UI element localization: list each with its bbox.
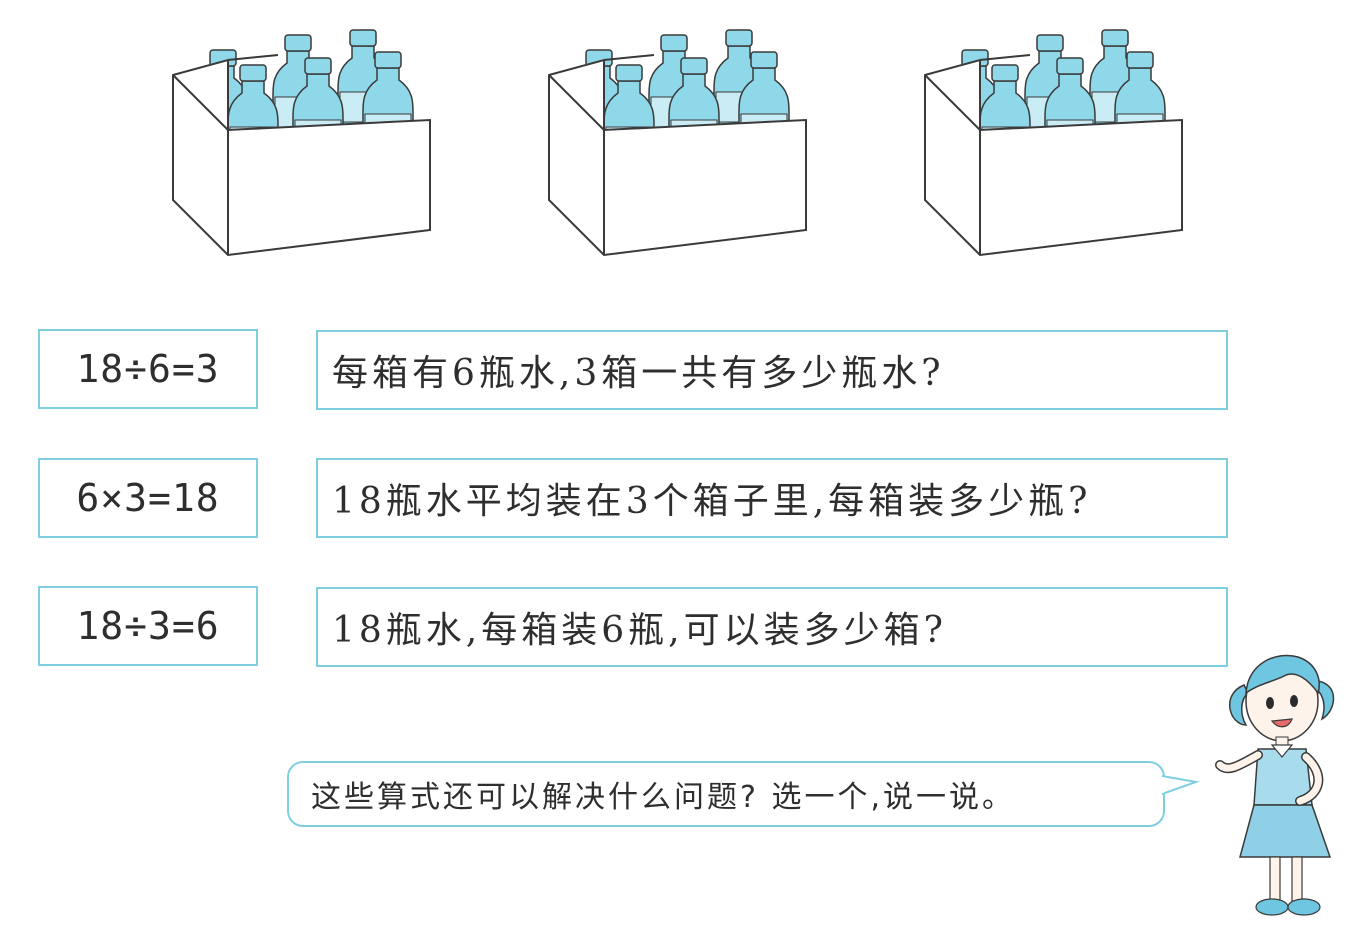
equation-box-1: 18÷6=3 <box>38 329 258 409</box>
water-crate-3 <box>920 10 1190 270</box>
speech-bubble: 这些算式还可以解决什么问题? 选一个,说一说。 <box>287 761 1165 827</box>
water-crate-2 <box>544 10 814 270</box>
speech-bubble-text: 这些算式还可以解决什么问题? 选一个,说一说。 <box>311 780 1015 815</box>
equation-text: 18÷3=6 <box>76 604 220 648</box>
crate-with-bottles-illustration <box>172 29 431 257</box>
crate-with-bottles-illustration <box>548 29 807 257</box>
equation-text: 6×3=18 <box>76 476 220 520</box>
question-text: 18瓶水平均装在3个箱子里,每箱装多少瓶? <box>332 481 1092 522</box>
equation-box-3: 18÷3=6 <box>38 586 258 666</box>
question-text: 每箱有6瓶水,3箱一共有多少瓶水? <box>332 353 945 394</box>
question-box-3: 18瓶水,每箱装6瓶,可以装多少箱? <box>316 587 1228 667</box>
girl-character-illustration <box>1215 654 1335 916</box>
crate-with-bottles-illustration <box>924 29 1183 257</box>
equation-box-2: 6×3=18 <box>38 458 258 538</box>
equation-text: 18÷6=3 <box>76 347 220 391</box>
question-box-1: 每箱有6瓶水,3箱一共有多少瓶水? <box>316 330 1228 410</box>
question-box-2: 18瓶水平均装在3个箱子里,每箱装多少瓶? <box>316 458 1228 538</box>
speech-bubble-tail <box>1160 775 1200 795</box>
question-text: 18瓶水,每箱装6瓶,可以装多少箱? <box>332 610 947 651</box>
water-crate-1 <box>168 10 438 270</box>
